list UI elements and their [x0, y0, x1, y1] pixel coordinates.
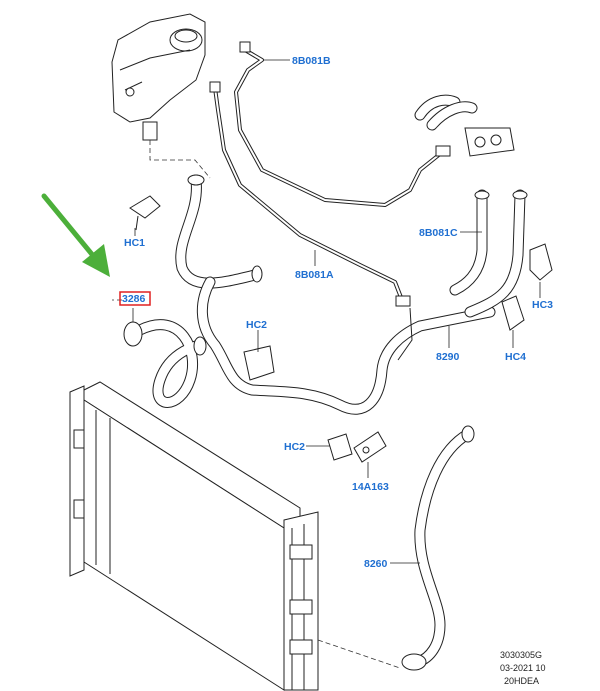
label-8290: 8290 — [436, 351, 460, 363]
label-hc2-upper: HC2 — [246, 319, 267, 331]
clip-hc3 — [529, 243, 553, 281]
clip-hc4 — [501, 295, 525, 331]
heater-hoses — [414, 94, 515, 157]
bracket-14A163 — [353, 431, 387, 463]
pointer-arrow-icon — [41, 193, 110, 277]
ref-model: 20HDEA — [504, 676, 539, 686]
hose-8290 — [449, 189, 528, 318]
radiator — [69, 381, 319, 691]
label-8B081B: 8B081B — [292, 55, 331, 67]
label-8B081A: 8B081A — [295, 269, 334, 281]
ref-date: 03-2021 10 — [500, 663, 546, 673]
upper-hose — [175, 174, 496, 415]
label-8B081C: 8B081C — [419, 227, 458, 239]
pipe-8B081A — [209, 41, 451, 361]
expansion-tank — [111, 13, 206, 141]
clip-hc2-upper — [243, 345, 275, 381]
label-hc4: HC4 — [505, 351, 526, 363]
label-8260: 8260 — [364, 558, 388, 570]
hose-8260 — [401, 425, 475, 671]
clip-hc1 — [129, 195, 161, 231]
label-hc1: HC1 — [124, 237, 145, 249]
label-14A163: 14A163 — [352, 481, 389, 493]
label-3286: 3286 — [122, 293, 146, 305]
ref-code: 3030305G — [500, 650, 542, 660]
label-hc3: HC3 — [532, 299, 553, 311]
clip-hc2-lower — [327, 433, 353, 461]
label-hc2-lower: HC2 — [284, 441, 305, 453]
hose-3286 — [123, 319, 207, 408]
highlight-box — [119, 291, 151, 306]
